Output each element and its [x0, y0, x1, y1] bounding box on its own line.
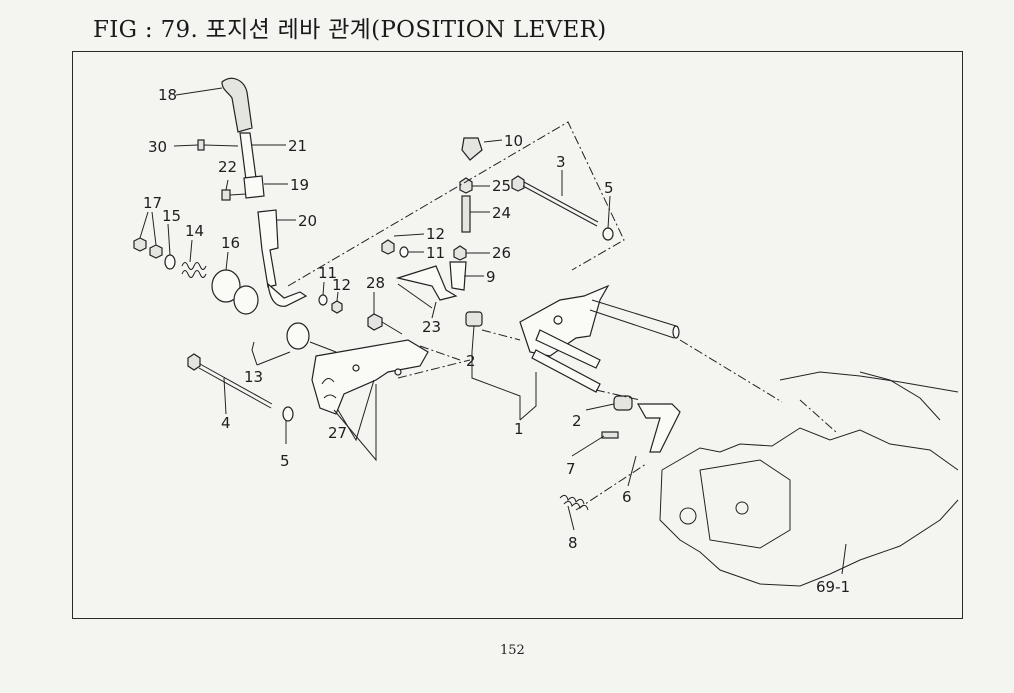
callout-9: 9 — [486, 268, 496, 286]
washer-5-right — [602, 227, 614, 241]
joint-9 — [449, 261, 467, 291]
callout-26: 26 — [492, 244, 511, 262]
callout-8: 8 — [568, 534, 578, 552]
nut-26 — [453, 245, 467, 261]
transmission-housing — [659, 371, 959, 587]
callout-13: 13 — [244, 368, 263, 386]
page-title: FIG : 79. 포지션 레바 관계(POSITION LEVER) — [93, 17, 607, 43]
callout-6: 6 — [622, 488, 632, 506]
callout-20: 20 — [298, 212, 317, 230]
callout-16: 16 — [221, 234, 240, 252]
callout-69-1: 69-1 — [816, 578, 850, 596]
bushing-2-lower — [613, 395, 633, 411]
callout-28: 28 — [366, 274, 385, 292]
callout-17: 17 — [143, 194, 162, 212]
pin-7 — [601, 431, 619, 439]
callout-23: 23 — [422, 318, 441, 336]
bushing-2-upper — [465, 311, 483, 327]
callout-4: 4 — [221, 414, 231, 432]
callout-21: 21 — [288, 137, 307, 155]
lever-rod — [239, 132, 308, 307]
rod-24 — [461, 195, 471, 233]
callout-5-right: 5 — [604, 179, 614, 197]
bracket-27 — [311, 339, 429, 415]
bolt-4 — [187, 353, 273, 409]
leader-13 — [251, 341, 258, 366]
callout-2-upper: 2 — [466, 352, 476, 370]
bolt-22 — [221, 189, 247, 201]
nut-17b — [149, 244, 163, 259]
shaft-long — [589, 299, 680, 339]
washer-11-right — [399, 246, 409, 258]
callout-27: 27 — [328, 424, 347, 442]
callout-10: 10 — [504, 132, 523, 150]
callout-11-left: 11 — [318, 264, 337, 282]
bolt-28 — [367, 313, 403, 335]
washer-5-left — [282, 406, 294, 422]
nut-12-right — [381, 239, 395, 255]
callout-labels: 18 30 21 22 19 20 17 15 14 16 11 12 28 1… — [143, 86, 850, 596]
leader-lines — [139, 87, 847, 575]
callout-18: 18 — [158, 86, 177, 104]
callout-24: 24 — [492, 204, 511, 222]
link-6 — [636, 403, 681, 453]
diagram-frame — [72, 51, 963, 619]
callout-2-lower: 2 — [572, 412, 582, 430]
callout-25: 25 — [492, 177, 511, 195]
callout-5-left: 5 — [280, 452, 290, 470]
callout-12-left: 12 — [332, 276, 351, 294]
lever-grip — [221, 77, 253, 133]
callout-11-right: 11 — [426, 244, 445, 262]
callout-30: 30 — [148, 138, 167, 156]
disc-16 — [211, 269, 337, 353]
callout-22: 22 — [218, 158, 237, 176]
page-number: 152 — [500, 643, 525, 658]
nut-25 — [459, 177, 473, 194]
callout-3: 3 — [556, 153, 566, 171]
washer-15 — [164, 254, 176, 270]
washer-11-12-left — [318, 294, 343, 314]
callout-14: 14 — [185, 222, 204, 240]
bolt-3 — [511, 175, 599, 227]
guide-lines — [287, 121, 837, 511]
spring-8 — [559, 494, 589, 511]
shift-lever-1 — [519, 284, 610, 393]
callout-1: 1 — [514, 420, 524, 438]
callout-15: 15 — [162, 207, 181, 225]
callout-12-right: 12 — [426, 225, 445, 243]
lever-23 — [395, 265, 458, 309]
screw-30 — [197, 139, 239, 151]
ball-joint-10 — [461, 137, 483, 161]
spring-14 — [181, 262, 207, 278]
callout-7: 7 — [566, 460, 576, 478]
callout-19: 19 — [290, 176, 309, 194]
nut-17a — [133, 237, 147, 252]
